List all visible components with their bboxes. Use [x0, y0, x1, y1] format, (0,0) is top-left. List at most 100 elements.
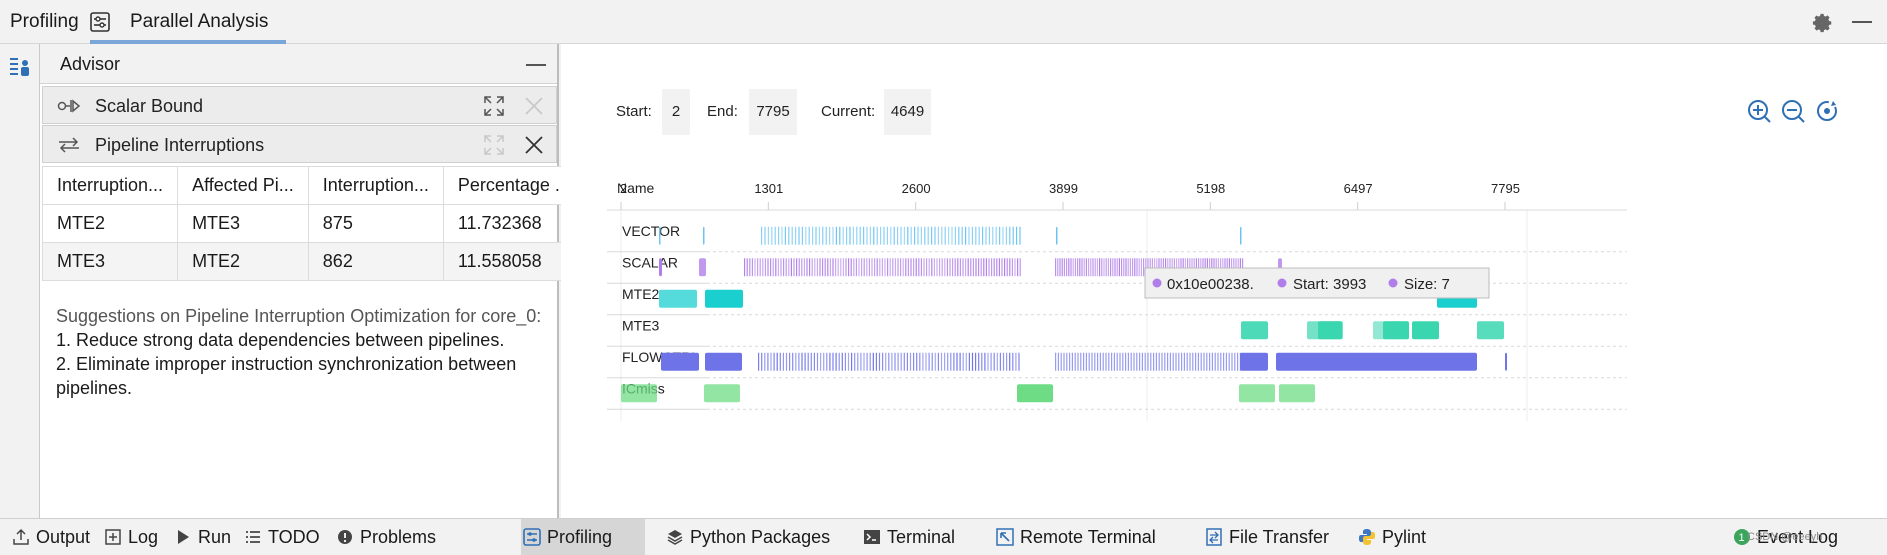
- timeline-event-tick[interactable]: [881, 258, 883, 277]
- table-row[interactable]: MTE3 MTE2 862 11.558058: [41, 242, 585, 281]
- timeline-event-tick[interactable]: [1211, 352, 1213, 371]
- reset-zoom-icon[interactable]: [1814, 98, 1840, 124]
- timeline-event-tick[interactable]: [1134, 258, 1136, 277]
- timeline-event-tick[interactable]: [1001, 258, 1003, 277]
- timeline-event-bar[interactable]: [703, 226, 705, 245]
- timeline-event-tick[interactable]: [847, 352, 850, 371]
- timeline-event-tick[interactable]: [972, 258, 974, 277]
- output-button[interactable]: Output: [10, 519, 90, 555]
- timeline-event-tick[interactable]: [801, 258, 803, 277]
- timeline-event-tick[interactable]: [1161, 352, 1163, 371]
- timeline-event-tick[interactable]: [1136, 352, 1138, 371]
- timeline-event-tick[interactable]: [832, 226, 834, 245]
- timeline-event-tick[interactable]: [822, 226, 824, 245]
- timeline-event-tick[interactable]: [779, 352, 781, 371]
- timeline-event-tick[interactable]: [762, 258, 764, 277]
- timeline-event-tick[interactable]: [884, 258, 886, 277]
- timeline-event-tick[interactable]: [803, 258, 805, 277]
- timeline-event-tick[interactable]: [905, 258, 907, 277]
- timeline-event-tick[interactable]: [837, 258, 839, 277]
- timeline-event-tick[interactable]: [894, 258, 896, 277]
- timeline-event-tick[interactable]: [948, 226, 950, 245]
- expand-icon[interactable]: [483, 95, 505, 117]
- timeline-event-bar[interactable]: [661, 352, 699, 371]
- column-header[interactable]: Interruption...: [41, 166, 179, 205]
- timeline-event-tick[interactable]: [1113, 352, 1115, 371]
- timeline-event-tick[interactable]: [1129, 258, 1131, 277]
- timeline-event-tick[interactable]: [1122, 352, 1124, 371]
- timeline-event-tick[interactable]: [1132, 258, 1134, 277]
- timeline-event-tick[interactable]: [978, 258, 980, 277]
- timeline-event-tick[interactable]: [1102, 352, 1104, 371]
- timeline-event-tick[interactable]: [832, 352, 834, 371]
- timeline-event-tick[interactable]: [1140, 258, 1142, 277]
- timeline-event-tick[interactable]: [1083, 258, 1085, 277]
- timeline-event-tick[interactable]: [848, 258, 850, 277]
- timeline-event-tick[interactable]: [917, 226, 919, 245]
- timeline-event-tick[interactable]: [1183, 352, 1185, 371]
- timeline-event-tick[interactable]: [1147, 352, 1149, 371]
- table-row[interactable]: MTE2 MTE3 875 11.732368: [41, 204, 585, 243]
- timeline-event-tick[interactable]: [793, 258, 795, 277]
- timeline-event-tick[interactable]: [885, 352, 887, 371]
- timeline-event-tick[interactable]: [1094, 352, 1096, 371]
- advisor-icon[interactable]: [8, 54, 32, 78]
- timeline-event-tick[interactable]: [999, 226, 1001, 245]
- timeline-event-tick[interactable]: [829, 258, 831, 277]
- timeline-event-tick[interactable]: [1081, 258, 1083, 277]
- timeline-event-tick[interactable]: [975, 352, 977, 371]
- timeline-event-tick[interactable]: [866, 352, 868, 371]
- timeline-event-tick[interactable]: [1193, 258, 1195, 277]
- timeline-event-tick[interactable]: [823, 352, 825, 371]
- timeline-event-tick[interactable]: [1150, 352, 1152, 371]
- timeline-event-tick[interactable]: [1147, 258, 1149, 277]
- timeline-event-tick[interactable]: [1151, 258, 1153, 277]
- file-transfer-button[interactable]: File Transfer: [1203, 519, 1329, 555]
- timeline-event-tick[interactable]: [1068, 258, 1070, 277]
- timeline-event-tick[interactable]: [1139, 352, 1141, 371]
- timeline-event-tick[interactable]: [1209, 352, 1211, 371]
- timeline-event-tick[interactable]: [860, 352, 862, 371]
- column-header[interactable]: Percentage ...: [442, 166, 585, 205]
- timeline-event-tick[interactable]: [1055, 352, 1057, 371]
- timeline-event-tick[interactable]: [822, 258, 824, 277]
- timeline-event-tick[interactable]: [1231, 258, 1233, 277]
- timeline-event-tick[interactable]: [796, 258, 798, 277]
- timeline-event-tick[interactable]: [798, 226, 800, 245]
- timeline-event-tick[interactable]: [1105, 258, 1107, 277]
- timeline-event-tick[interactable]: [957, 258, 959, 277]
- timeline-event-tick[interactable]: [781, 226, 783, 245]
- timeline-event-tick[interactable]: [807, 352, 809, 371]
- timeline-event-tick[interactable]: [801, 352, 803, 371]
- timeline-event-tick[interactable]: [1074, 258, 1076, 277]
- minimize-icon[interactable]: [1852, 21, 1872, 23]
- timeline-event-bar[interactable]: [705, 289, 743, 308]
- timeline-event-tick[interactable]: [959, 258, 961, 277]
- timeline-event-tick[interactable]: [936, 258, 938, 277]
- timeline-event-tick[interactable]: [925, 352, 927, 371]
- timeline-event-tick[interactable]: [1181, 352, 1183, 371]
- timeline-event-tick[interactable]: [1127, 258, 1129, 277]
- timeline-event-tick[interactable]: [1133, 352, 1135, 371]
- timeline-event-tick[interactable]: [1197, 352, 1199, 371]
- timeline-event-tick[interactable]: [968, 226, 970, 245]
- timeline-event-tick[interactable]: [1145, 258, 1147, 277]
- timeline-event-tick[interactable]: [876, 226, 878, 245]
- timeline-event-tick[interactable]: [775, 258, 777, 277]
- timeline-event-tick[interactable]: [1202, 258, 1204, 277]
- timeline-event-tick[interactable]: [900, 352, 902, 371]
- timeline-event-tick[interactable]: [1125, 258, 1127, 277]
- timeline-event-tick[interactable]: [1195, 352, 1197, 371]
- timeline-event-tick[interactable]: [900, 226, 902, 245]
- timeline-event-tick[interactable]: [1182, 258, 1184, 277]
- timeline-event-tick[interactable]: [946, 258, 948, 277]
- timeline-event-tick[interactable]: [934, 352, 936, 371]
- pylint-button[interactable]: Pylint: [1356, 519, 1426, 555]
- tab-profiling[interactable]: Profiling: [10, 11, 79, 32]
- timeline-event-tick[interactable]: [1066, 352, 1068, 371]
- timeline-event-tick[interactable]: [1009, 226, 1011, 245]
- timeline-event-tick[interactable]: [863, 258, 865, 277]
- timeline-event-bar[interactable]: [621, 384, 657, 403]
- timeline-event-tick[interactable]: [971, 226, 973, 245]
- timeline-event-bar[interactable]: [1056, 226, 1058, 245]
